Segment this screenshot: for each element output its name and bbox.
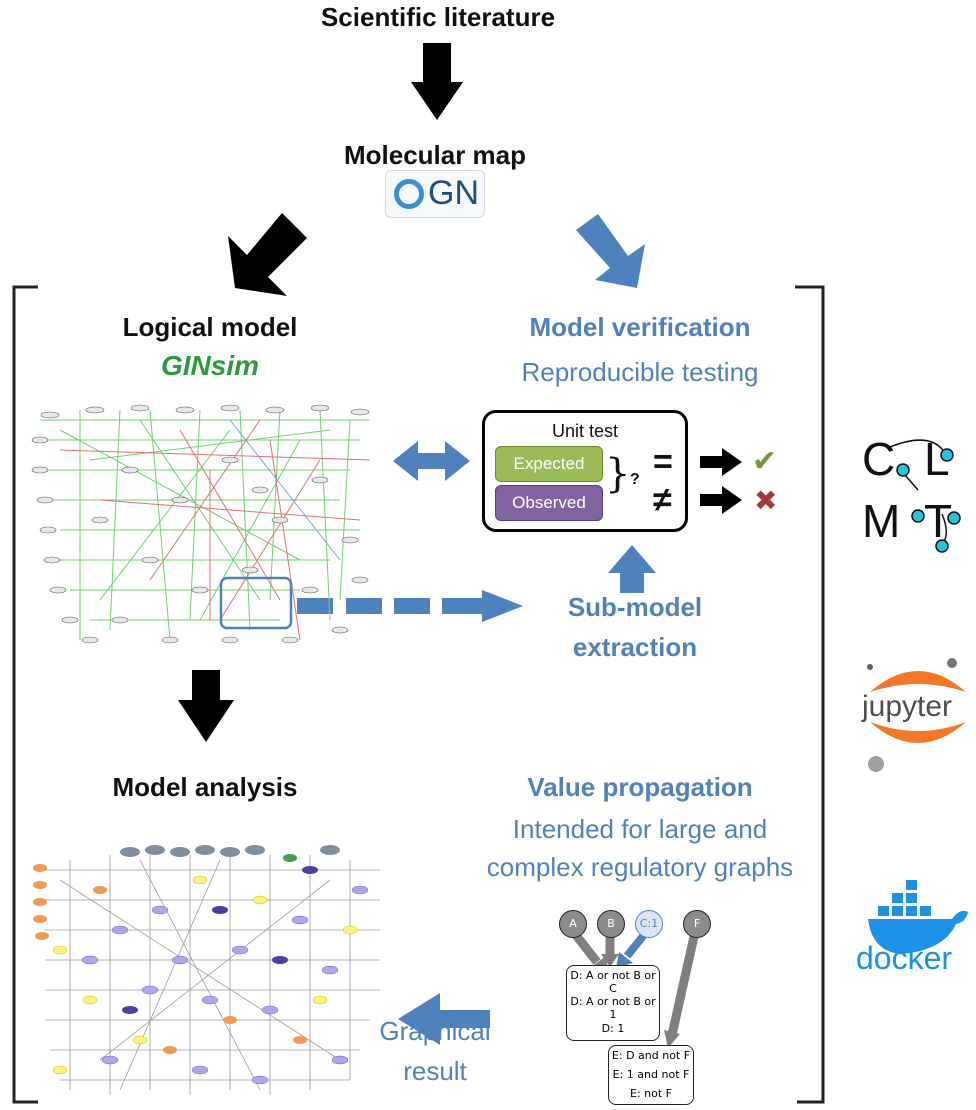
analysis-network xyxy=(33,845,380,1095)
box-d-rule-2: D: A or not B or 1 xyxy=(570,995,656,1021)
sbgn-logo-text: GN xyxy=(428,174,479,212)
label-value-propagation: Value propagation xyxy=(527,772,753,802)
sub-model-highlight xyxy=(219,576,293,630)
label-extraction: extraction xyxy=(572,632,698,662)
colomoto-letter-m: M xyxy=(862,495,901,547)
arrow-map-to-logical xyxy=(228,213,307,296)
arrow-literature-to-map xyxy=(411,43,463,120)
observed-pill: Observed xyxy=(495,485,603,521)
colomoto-logo-dots xyxy=(896,448,961,553)
sbgn-logo: GN xyxy=(385,170,485,218)
label-graphical: Graphical xyxy=(379,1016,491,1046)
right-bracket xyxy=(795,285,825,1104)
label-logical-model: Logical model xyxy=(122,312,298,342)
label-result: result xyxy=(403,1056,467,1086)
unit-test-title: Unit test xyxy=(551,421,619,441)
colomoto-letter-l: L xyxy=(924,433,950,485)
box-d-rule-1: D: A or not B or C xyxy=(570,969,656,995)
expected-pill: Expected xyxy=(495,446,603,482)
box-e-rule-2: E: 1 and not F xyxy=(612,1068,690,1081)
arrow-equal-result xyxy=(700,448,742,476)
node-f: F xyxy=(683,910,711,938)
jupyter-text: jupyter xyxy=(862,690,953,723)
arrow-map-to-verification xyxy=(576,214,645,288)
dashed-arrow xyxy=(297,590,523,622)
colomoto-letter-c: C xyxy=(862,433,896,485)
colomoto-letter-t: T xyxy=(924,495,953,547)
label-model-verification: Model verification xyxy=(529,312,751,342)
logical-model-network xyxy=(31,404,371,644)
box-d-rule-3: D: 1 xyxy=(601,1022,625,1035)
label-reproducible-testing: Reproducible testing xyxy=(521,357,759,387)
jupyter-logo xyxy=(867,658,966,772)
propagation-box-e: E: D and not F E: 1 and not F E: not F xyxy=(608,1045,694,1105)
arrow-logical-to-analysis xyxy=(178,670,234,742)
title-scientific-literature: Scientific literature xyxy=(320,2,556,32)
docker-text: docker xyxy=(856,940,953,976)
label-intended-line2: complex regulatory graphs xyxy=(486,852,794,882)
propagation-box-d: D: A or not B or C D: A or not B or 1 D:… xyxy=(566,965,660,1041)
question-mark: ? xyxy=(630,471,640,488)
node-a: A xyxy=(559,910,587,938)
label-intended-line1: Intended for large and xyxy=(512,814,768,844)
arrow-submodel-up xyxy=(608,545,656,593)
colomoto-logo: C L M T xyxy=(862,432,972,562)
cross-icon: ✖ xyxy=(754,485,778,516)
left-bracket xyxy=(12,285,38,1104)
label-model-analysis: Model analysis xyxy=(112,772,298,802)
label-molecular-map: Molecular map xyxy=(343,140,527,170)
arrow-graphical-result xyxy=(398,993,490,1045)
arrow-notequal-result xyxy=(700,486,742,514)
check-icon: ✔ xyxy=(752,445,778,478)
node-b: B xyxy=(597,910,625,938)
box-e-rule-3: E: not F xyxy=(630,1087,672,1100)
ginsim-logo: GINsim xyxy=(160,350,260,381)
node-c: C:1 xyxy=(635,910,663,938)
double-arrow xyxy=(393,441,470,481)
docker-logo xyxy=(868,880,968,954)
box-e-rule-1: E: D and not F xyxy=(611,1049,691,1062)
brace-icon: } xyxy=(605,451,631,497)
equal-sign: = xyxy=(653,443,673,481)
not-equal-sign: ≠ xyxy=(653,481,672,519)
unit-test-box: Unit test Expected Observed } ? = ≠ xyxy=(482,410,688,532)
sbgn-logo-ring-icon xyxy=(394,179,424,209)
label-sub-model: Sub-model xyxy=(567,592,703,622)
